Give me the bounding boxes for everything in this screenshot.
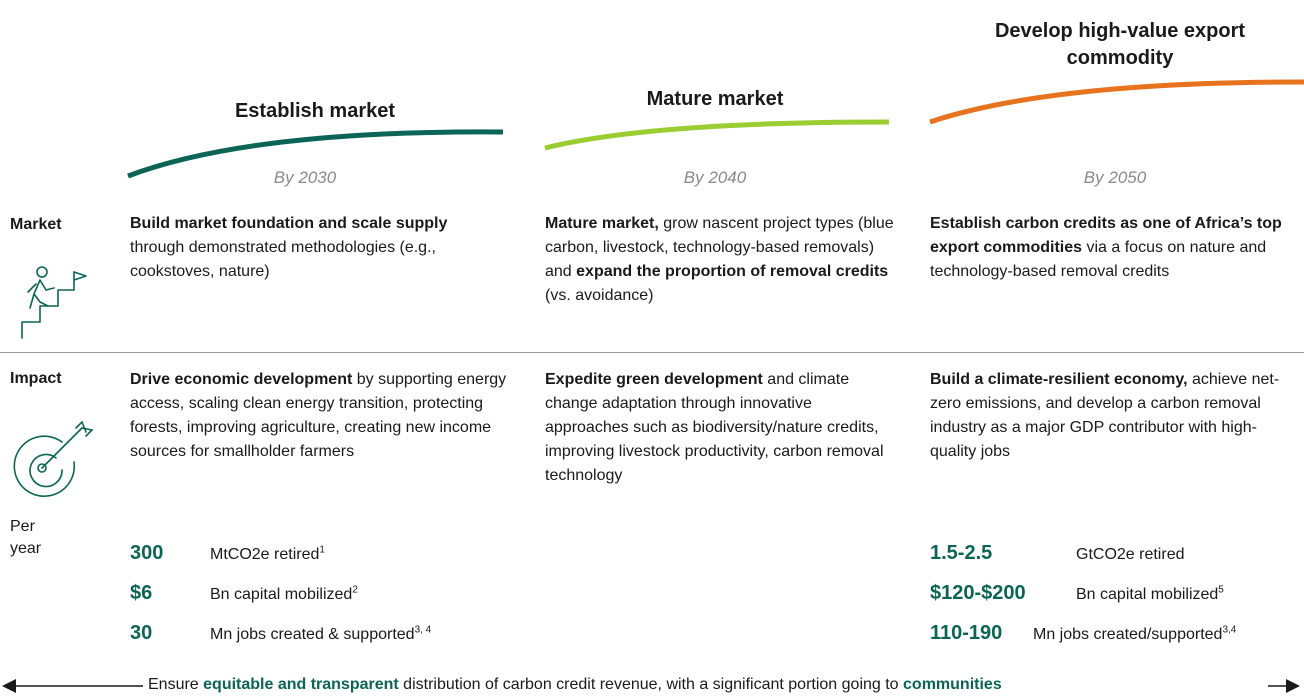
metric-2030-capital-value: $6 <box>130 582 153 604</box>
stage-2-year: By 2040 <box>683 168 747 187</box>
market-2040-bold-1: Mature market, <box>545 215 659 232</box>
metric-2030-retired-label: MtCO2e retired <box>210 546 320 563</box>
metric-2030-retired-desc: MtCO2e retired1 <box>210 542 325 568</box>
market-2050-bold: Establish carbon credits as one of Afric… <box>930 215 1282 256</box>
stage-3-title: Develop high-value export commodity <box>994 20 1246 69</box>
market-2040-text: Mature market, grow nascent project type… <box>545 212 895 308</box>
stage-arcs <box>127 79 1304 179</box>
market-2040-bold-2: expand the proportion of removal credits <box>576 263 889 280</box>
row-divider <box>0 352 1304 353</box>
stage-2-title: Mature market <box>646 88 784 110</box>
metric-2050-retired-label: GtCO2e retired <box>1076 546 1185 563</box>
metric-2050-jobs-footnote: 3,4 <box>1222 624 1237 636</box>
market-2040-rest-1: grow nascent project types (blue carbon,… <box>545 215 894 280</box>
metric-2030-capital-desc: Bn capital mobilized2 <box>210 582 358 608</box>
stage-1-arc <box>127 129 504 179</box>
stage-3-arc <box>929 79 1304 125</box>
metric-2050-capital-footnote: 5 <box>1218 584 1224 596</box>
footer-arrow-right-head <box>1286 679 1300 693</box>
metric-2050-retired-value: 1.5-2.5 <box>930 542 993 564</box>
impact-2040-bold: Expedite green development <box>545 371 763 388</box>
metric-2050-jobs-value: 110-190 <box>930 622 1003 644</box>
impact-row-label: Impact <box>10 370 62 387</box>
impact-2030-bold: Drive economic development <box>130 371 353 388</box>
market-row-label: Market <box>10 216 62 233</box>
metric-2030-jobs-desc: Mn jobs created & supported3, 4 <box>210 622 431 648</box>
metric-2030-jobs-footnote: 3, 4 <box>414 624 432 636</box>
metric-2050-jobs-desc: Mn jobs created/supported3,4 <box>1033 622 1236 648</box>
metric-2030-retired-footnote: 1 <box>319 544 325 556</box>
stage-1-title: Establish market <box>234 100 396 122</box>
market-2030-text: Build market foundation and scale supply… <box>130 212 500 284</box>
impact-2030-text: Drive economic development by supporting… <box>130 368 510 464</box>
impact-2050-bold: Build a climate-resilient economy, <box>930 371 1188 388</box>
metric-2050-capital-desc: Bn capital mobilized5 <box>1076 582 1224 608</box>
metric-2050-jobs-label: Mn jobs created/supported <box>1033 626 1223 643</box>
stage-2-arc <box>544 119 890 151</box>
footer-text-2: distribution of carbon credit revenue, w… <box>398 676 904 693</box>
impact-2040-text: Expedite green development and climate c… <box>545 368 895 488</box>
market-2040-rest-2: (vs. avoidance) <box>545 287 654 304</box>
impact-2050-text: Build a climate-resilient economy, achie… <box>930 368 1300 464</box>
metric-2050-capital-label: Bn capital mobilized <box>1076 586 1219 603</box>
metric-2050-capital-value: $120-$200 <box>930 582 1026 604</box>
stage-3-year: By 2050 <box>1083 168 1147 187</box>
per-year-label: Per year <box>10 518 42 557</box>
footer-bold-2: communities <box>903 676 1002 693</box>
footer-arrow <box>2 679 1300 693</box>
impact-2050-rest: achieve net-zero emissions, and develop … <box>930 371 1280 460</box>
metric-2030-capital-label: Bn capital mobilized <box>210 586 353 603</box>
metric-2030-retired-value: 300 <box>130 542 164 564</box>
footer-text: Ensure equitable and transparent distrib… <box>148 676 1002 694</box>
metric-2030-jobs-value: 30 <box>130 622 153 644</box>
market-2050-text: Establish carbon credits as one of Afric… <box>930 212 1300 284</box>
impact-2040-rest: and climate change adaptation through in… <box>545 371 884 484</box>
person-climbing-stairs-to-flag-icon <box>21 266 87 339</box>
impact-2030-rest: by supporting energy access, scaling cle… <box>130 371 507 460</box>
footer-text-1: Ensure <box>148 676 204 693</box>
market-2030-rest: through demonstrated methodologies (e.g.… <box>130 239 436 280</box>
footer-bold-1: equitable and transparent <box>203 676 399 693</box>
footer-arrow-left-head <box>2 679 16 693</box>
metric-2030-jobs-label: Mn jobs created & supported <box>210 626 415 643</box>
target-with-arrow-icon <box>13 420 94 497</box>
stage-1-year: By 2030 <box>273 168 337 187</box>
market-2030-bold: Build market foundation and scale supply <box>130 215 448 232</box>
market-2050-rest: via a focus on nature and technology-bas… <box>930 239 1267 280</box>
metric-2050-retired-desc: GtCO2e retired <box>1076 542 1184 568</box>
metric-2030-capital-footnote: 2 <box>352 584 358 596</box>
